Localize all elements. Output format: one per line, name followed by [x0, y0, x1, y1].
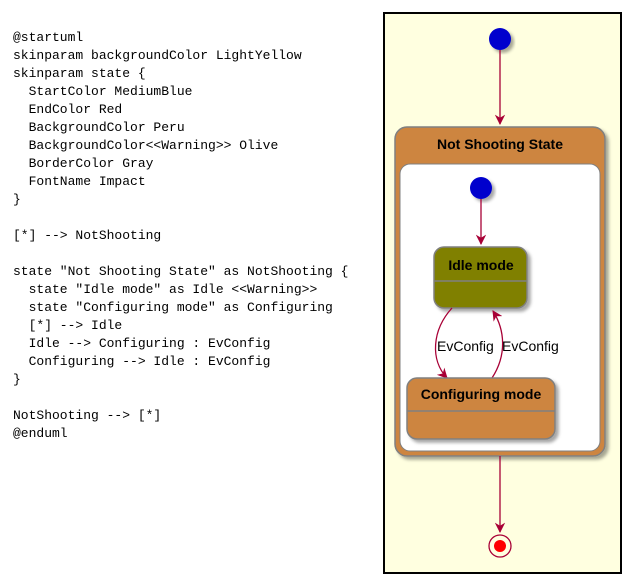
code-line: BackgroundColor<<Warning>> Olive [13, 138, 279, 153]
code-line: } [13, 372, 21, 387]
idle-mode-title: Idle mode [448, 257, 514, 273]
code-line: skinparam backgroundColor LightYellow [13, 48, 302, 63]
code-line: Idle --> Configuring : EvConfig [13, 336, 271, 351]
end-node [494, 540, 506, 552]
code-line: [*] --> Idle [13, 318, 123, 333]
code-line: state "Idle mode" as Idle <<Warning>> [13, 282, 318, 297]
code-line: state "Not Shooting State" as NotShootin… [13, 264, 349, 279]
code-line: @startuml [13, 30, 84, 45]
outer-start-node [489, 28, 511, 50]
code-line: @enduml [13, 426, 68, 441]
code-line: StartColor MediumBlue [13, 84, 193, 99]
inner-start-node [470, 177, 492, 199]
state-idle-mode [433, 246, 528, 309]
state-configuring-mode [406, 377, 556, 440]
code-line: Configuring --> Idle : EvConfig [13, 354, 271, 369]
code-line: EndColor Red [13, 102, 123, 117]
code-line: [*] --> NotShooting [13, 228, 162, 243]
arrow-idle-to-configuring [434, 307, 453, 379]
configuring-mode-title: Configuring mode [421, 386, 542, 402]
code-line: skinparam state { [13, 66, 146, 81]
code-line: NotShooting --> [*] [13, 408, 162, 423]
code-line: FontName Impact [13, 174, 146, 189]
label-idle-to-configuring: EvConfig [437, 338, 494, 354]
end-node-outer-ring [488, 534, 512, 558]
label-configuring-to-idle: EvConfig [502, 338, 559, 354]
code-line: } [13, 192, 21, 207]
code-line: BackgroundColor Peru [13, 120, 185, 135]
code-line: state "Configuring mode" as Configuring [13, 300, 333, 315]
arrow-configuring-to-idle [491, 310, 504, 379]
composite-state-title: Not Shooting State [437, 136, 563, 152]
code-line: BorderColor Gray [13, 156, 154, 171]
source-code-panel: @startuml skinparam backgroundColor Ligh… [13, 29, 348, 443]
